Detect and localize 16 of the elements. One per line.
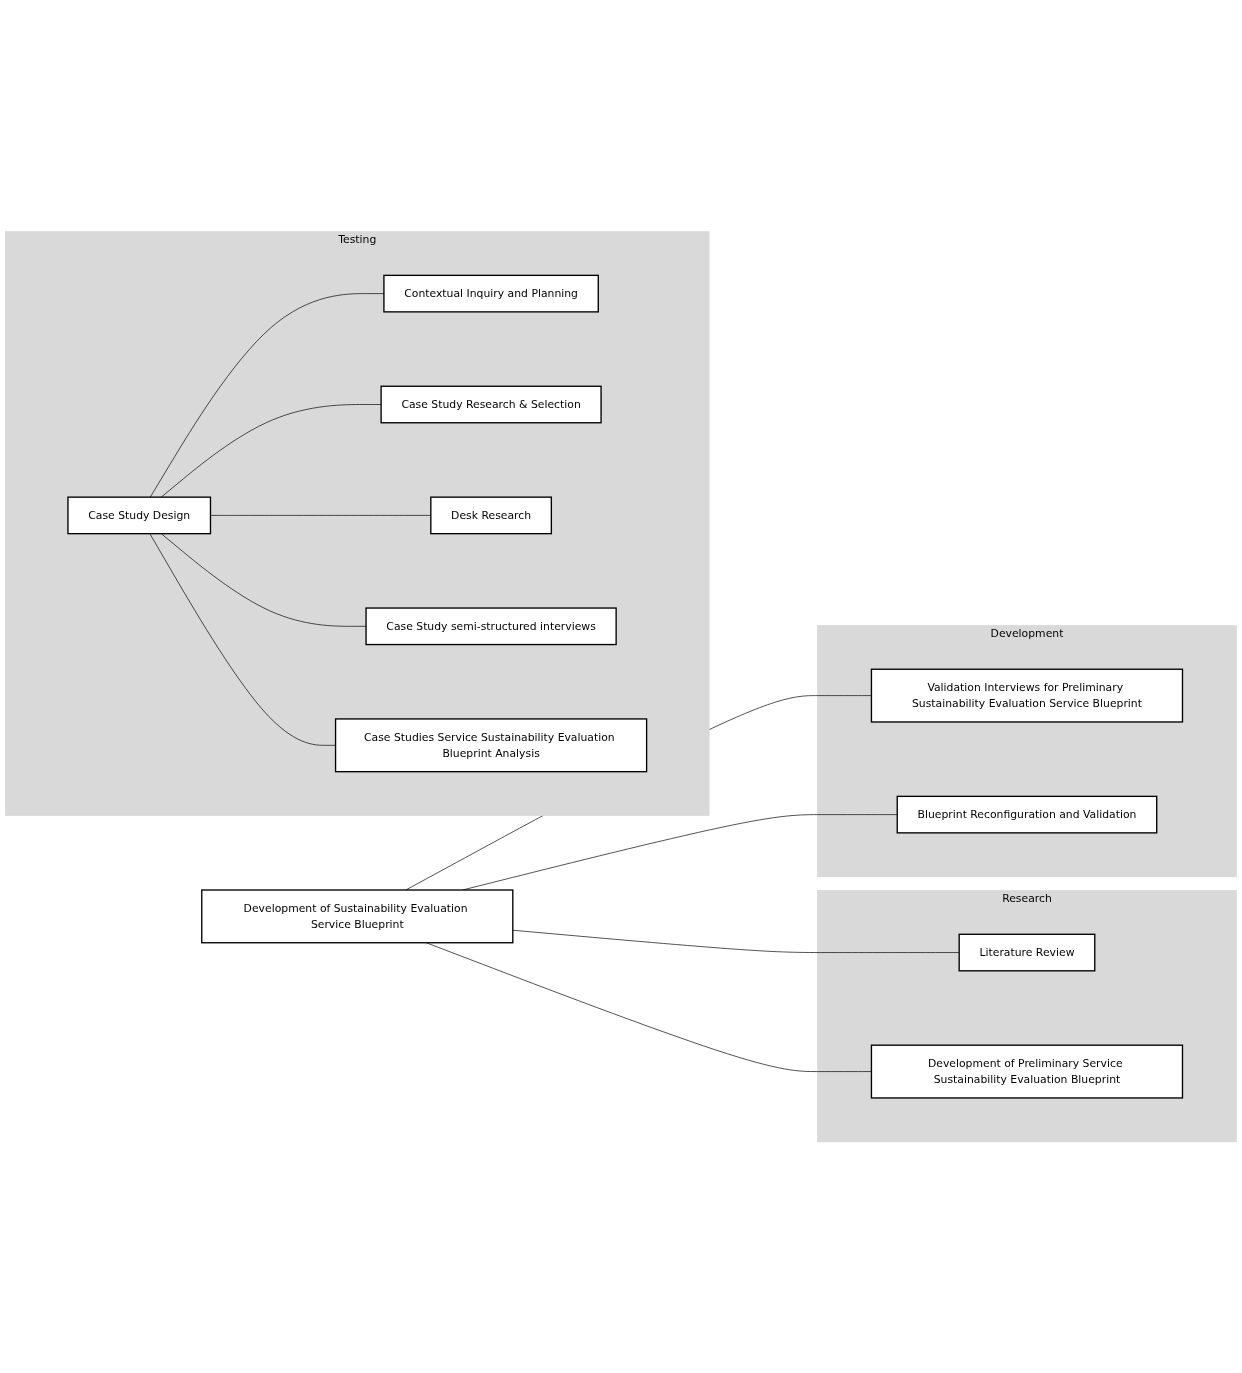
node-box: Case Study Design [67, 496, 212, 535]
node-box: Case Study semi-structured interviews [365, 607, 617, 646]
node-box: Case Study Research & Selection [380, 385, 602, 424]
connector [425, 942, 872, 1072]
connector [149, 533, 336, 746]
node-box: Development of Preliminary Service Sustainability Evaluation Blueprint [870, 1044, 1184, 1099]
connector [512, 929, 960, 953]
node-box: Case Studies Service Sustainability Evaluation Blueprint Analysis [334, 718, 648, 773]
node-box: Blueprint Reconfiguration and Validation [896, 795, 1158, 834]
node-box: Literature Review [958, 933, 1096, 972]
connector [160, 404, 382, 498]
node-box: Desk Research [430, 496, 553, 535]
node-box: Development of Sustainability Evaluation Service Blueprint [201, 889, 514, 944]
connector [160, 533, 367, 627]
node-box: Contextual Inquiry and Planning [383, 274, 599, 313]
node-box: Validation Interviews for Preliminary Sustainability Evaluation Service Blueprint [870, 668, 1184, 723]
